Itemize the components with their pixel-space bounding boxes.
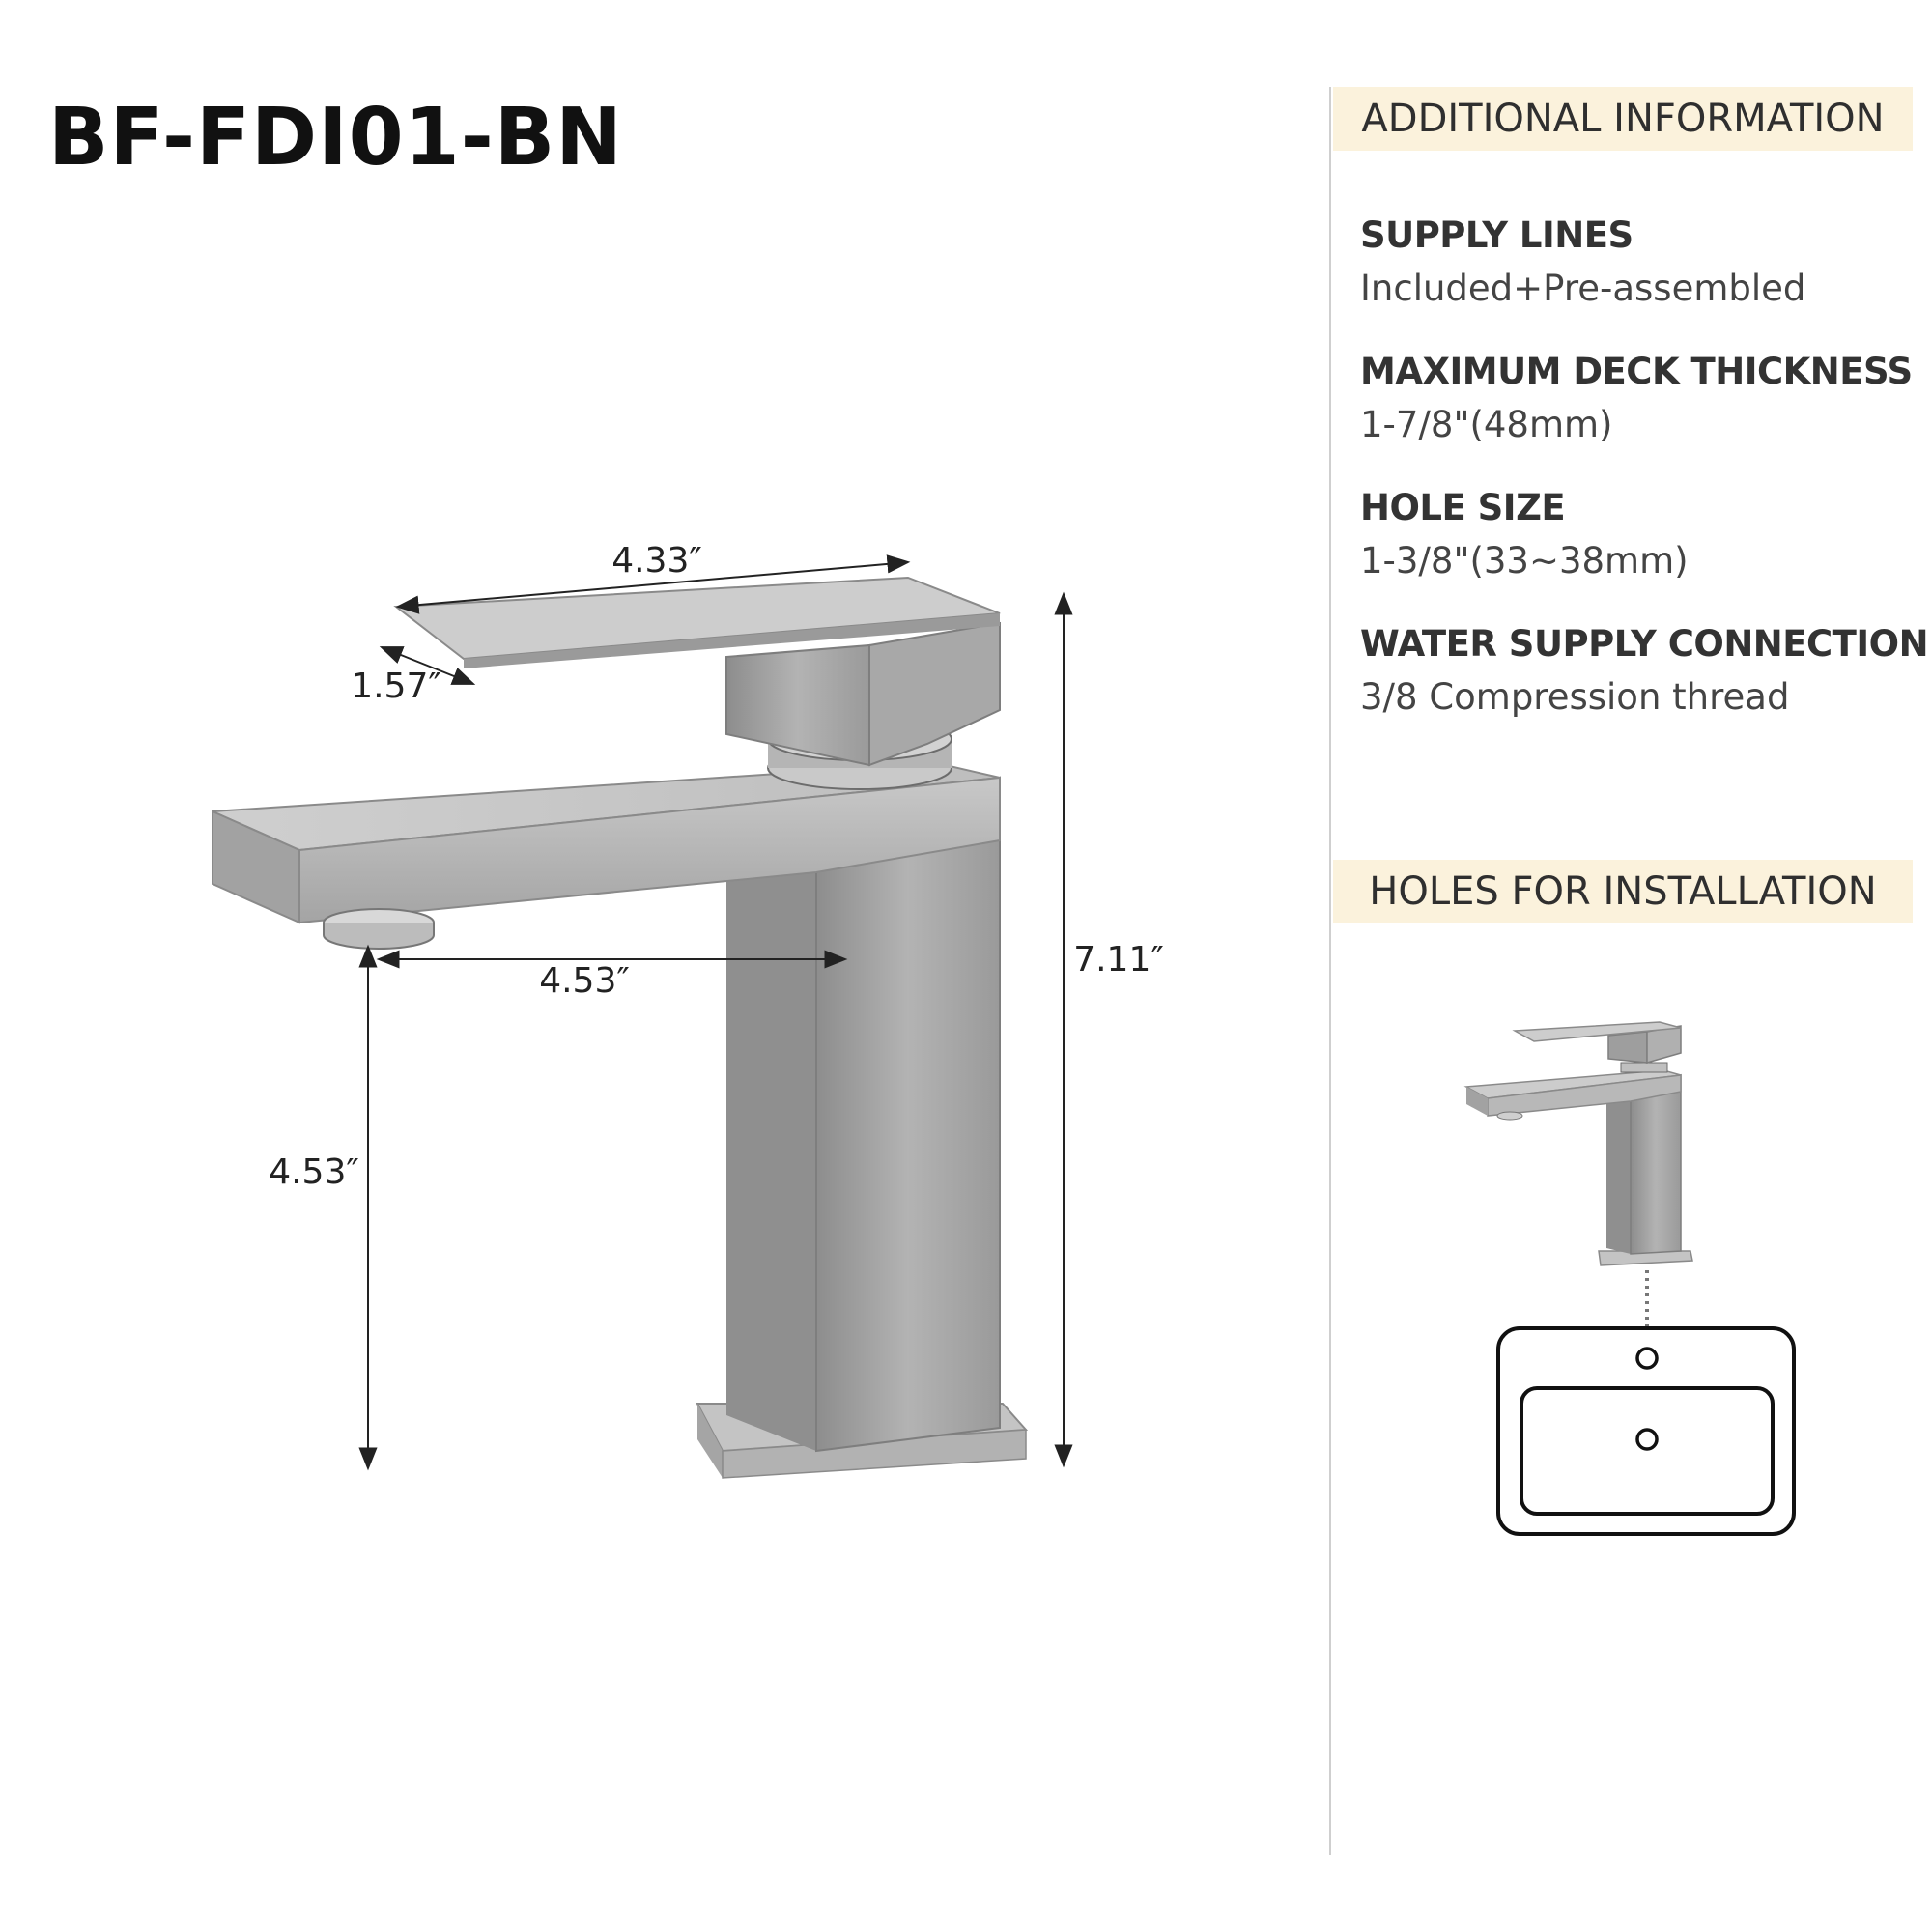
faucet-handle-lever-edge (464, 613, 1000, 668)
faucet-body-front (815, 776, 1001, 1453)
sink-illustration (1496, 1326, 1796, 1536)
mini-faucet-handle-lever (1512, 1021, 1682, 1042)
spec-label: HOLE SIZE (1360, 487, 1566, 528)
faucet-body-side (726, 872, 816, 1451)
spec-water-supply: WATER SUPPLY CONNECTION 3/8 Compression … (1360, 623, 1929, 759)
mini-faucet-body-side (1606, 1101, 1631, 1254)
mini-faucet-handle-block (1607, 1031, 1648, 1064)
column-divider (1329, 87, 1331, 1855)
total-height-label: 7.11″ (1073, 940, 1164, 980)
mini-faucet-spout-end (1466, 1087, 1488, 1116)
mini-faucet-illustration (1463, 1021, 1693, 1266)
spec-supply-lines: SUPPLY LINES Included+Pre-assembled (1360, 214, 1920, 351)
faucet-handle-block-front (725, 643, 870, 767)
drain-hole (1635, 1428, 1659, 1451)
handle-length-label: 4.33″ (611, 541, 702, 581)
additional-info-heading: ADDITIONAL INFORMATION (1333, 87, 1913, 151)
spec-deck-thickness: MAXIMUM DECK THICKNESS 1-7/8"(48mm) (1360, 351, 1920, 487)
spec-value: 1-3/8"(33~38mm) (1360, 540, 1689, 582)
spec-value: 3/8 Compression thread (1360, 676, 1790, 718)
product-model-title: BF-FDI01-BN (48, 92, 623, 184)
spec-value: 1-7/8"(48mm) (1360, 404, 1613, 445)
mini-faucet-aerator (1496, 1111, 1523, 1121)
spec-hole-size: HOLE SIZE 1-3/8"(33~38mm) (1360, 487, 1920, 623)
faucet-base-plate-side (697, 1404, 723, 1478)
spec-list: SUPPLY LINES Included+Pre-assembled MAXI… (1360, 214, 1929, 759)
sink-basin (1520, 1386, 1775, 1516)
spout-reach-label: 4.53″ (539, 961, 630, 1001)
faucet-hole (1635, 1347, 1659, 1370)
faucet-spout-end (212, 810, 300, 924)
spec-label: SUPPLY LINES (1360, 214, 1634, 256)
faucet-aerator-rim (323, 923, 435, 950)
mini-faucet-collar (1620, 1062, 1668, 1073)
spec-label: WATER SUPPLY CONNECTION (1360, 623, 1929, 665)
spec-label: MAXIMUM DECK THICKNESS (1360, 351, 1913, 392)
handle-width-label: 1.57″ (351, 667, 441, 706)
faucet-illustration (212, 576, 1029, 1479)
mini-faucet-body-front (1630, 1073, 1682, 1255)
spec-value: Included+Pre-assembled (1360, 268, 1806, 309)
installation-heading: HOLES FOR INSTALLATION (1333, 860, 1913, 923)
mini-faucet-handle-block-side (1646, 1025, 1682, 1064)
spout-height-label: 4.53″ (269, 1152, 359, 1192)
handle-length-dimension-line (395, 554, 911, 614)
handle-width-dimension-line (379, 646, 476, 685)
